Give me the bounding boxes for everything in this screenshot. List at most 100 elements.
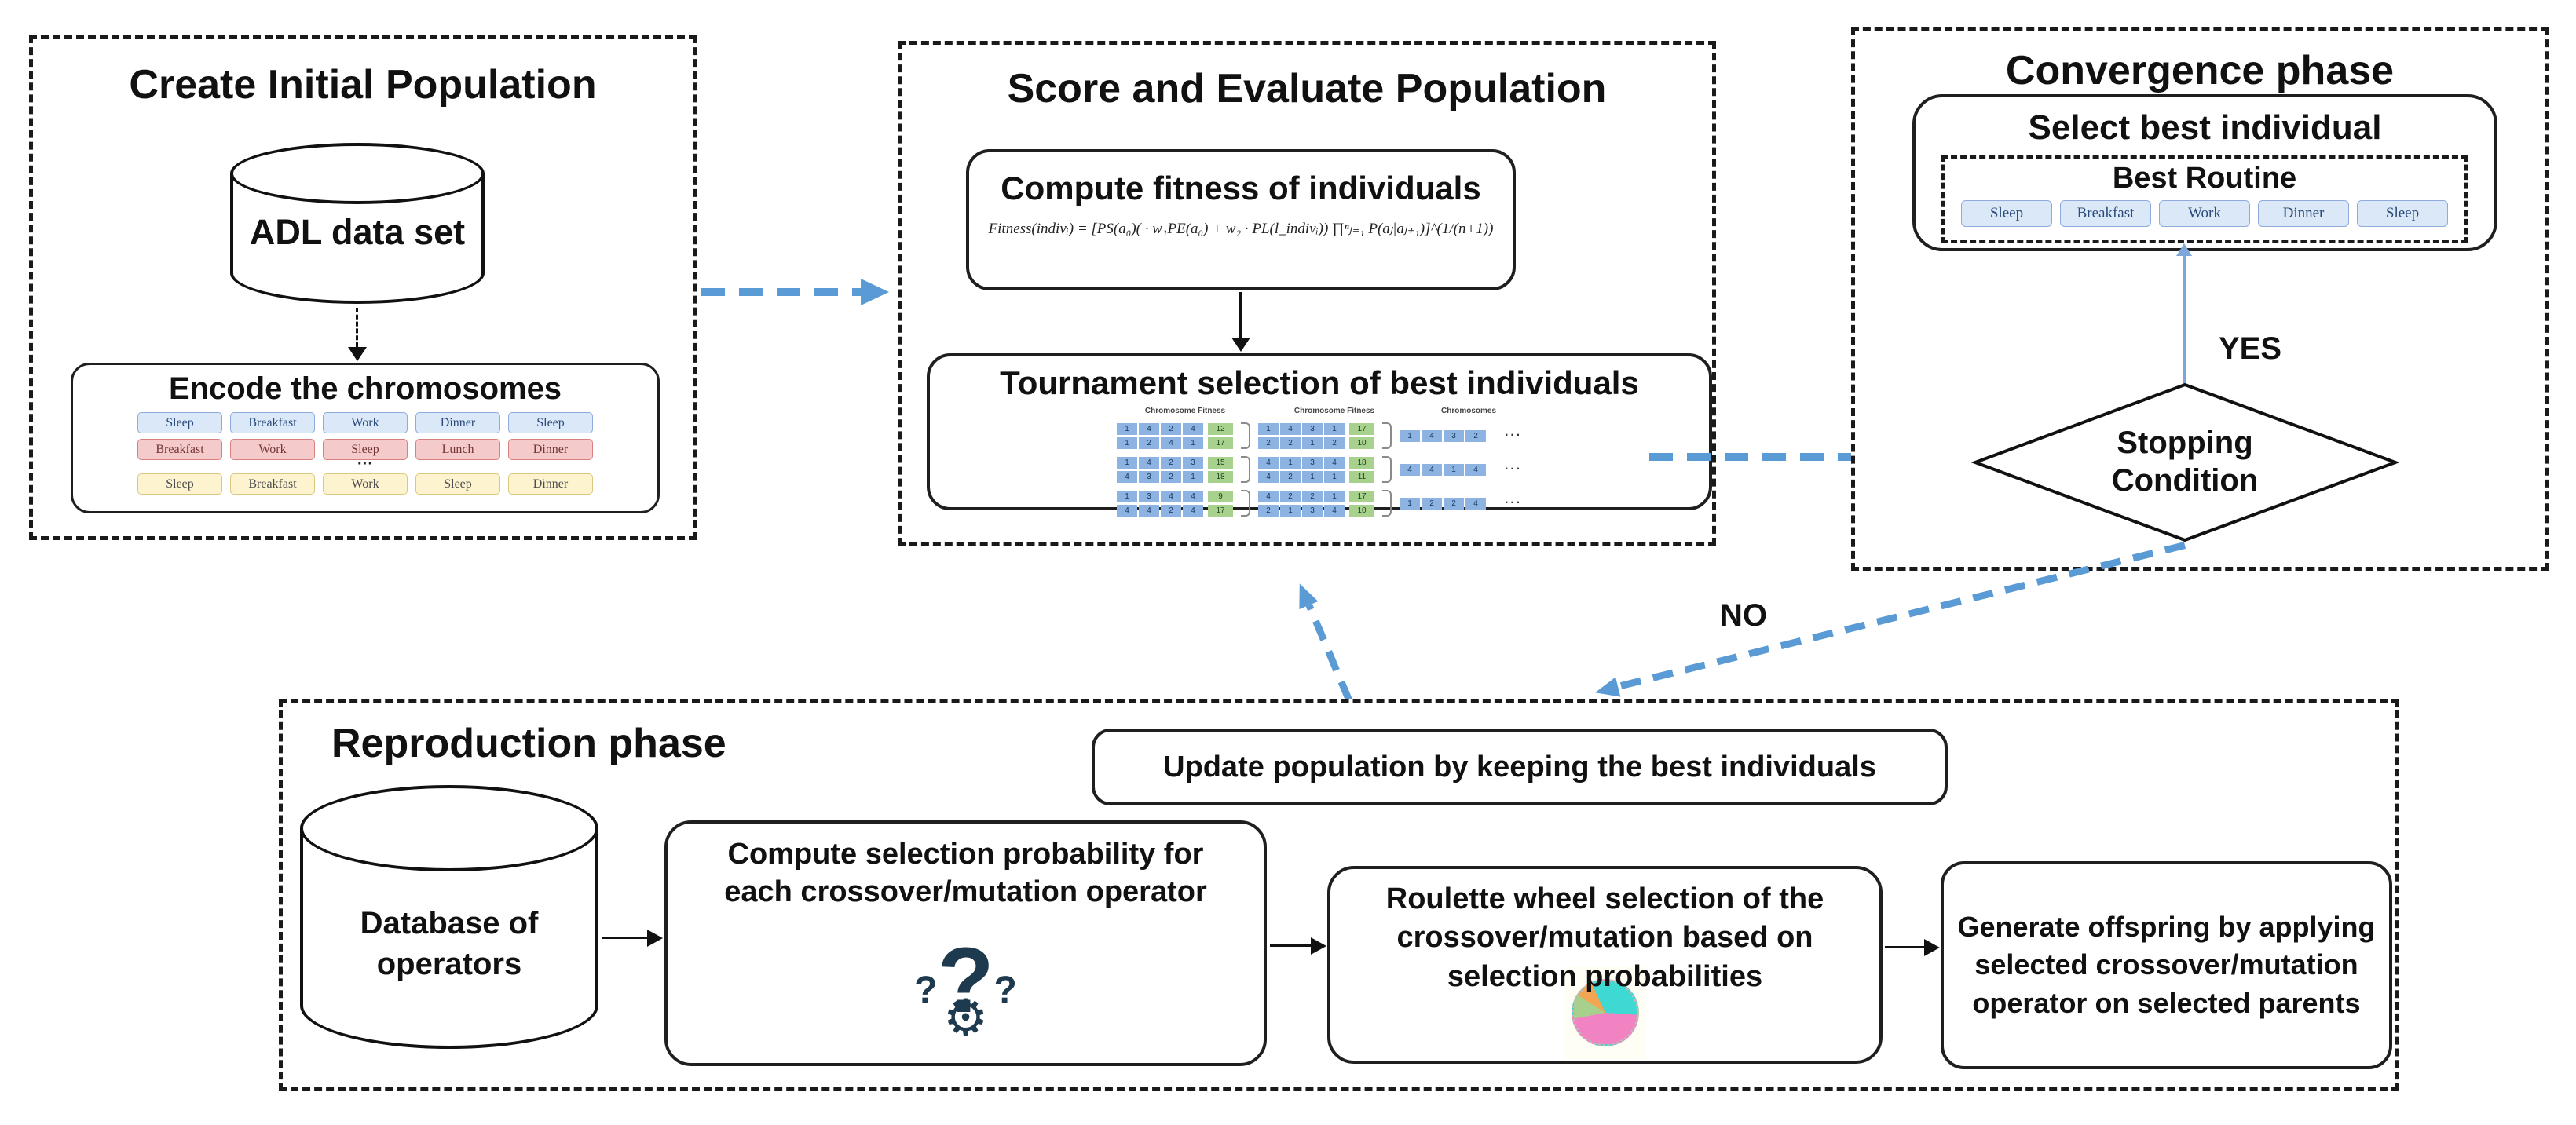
fitness-cell: 17 bbox=[1349, 490, 1374, 502]
gene-cell: 2 bbox=[1161, 456, 1181, 469]
gene-cell: 3 bbox=[1302, 422, 1323, 435]
activity-chip: Lunch bbox=[415, 439, 500, 460]
gene-cell: 4 bbox=[1183, 422, 1203, 435]
fitness-formula: Fitness(indivᵢ) = [PS(a₀)( · w₁PE(a₀) + … bbox=[988, 221, 1494, 237]
gene-cell: 3 bbox=[1302, 456, 1323, 469]
score-to-stopping-arrow bbox=[1649, 453, 1949, 461]
activity-chip: Work bbox=[230, 439, 315, 460]
pie-chart bbox=[1571, 979, 1639, 1046]
fitness-cell: 9 bbox=[1208, 490, 1233, 502]
generate-offspring-box: Generate offspring by applying selected … bbox=[1941, 861, 2392, 1069]
gene-cell: 1 bbox=[1280, 456, 1301, 469]
gene-cell: 2 bbox=[1161, 504, 1181, 517]
gene-cell: 2 bbox=[1444, 497, 1464, 510]
gene-cell: 1 bbox=[1324, 470, 1345, 483]
fitness-cell: 11 bbox=[1349, 470, 1374, 483]
fitness-cell: 17 bbox=[1208, 436, 1233, 449]
gene-cell: 1 bbox=[1302, 436, 1323, 449]
bracket bbox=[1241, 422, 1250, 449]
gene-cell: 4 bbox=[1161, 436, 1181, 449]
fitness-cell: 17 bbox=[1349, 422, 1374, 435]
ellipsis: ··· bbox=[1505, 462, 1522, 476]
gene-cell: 4 bbox=[1117, 470, 1137, 483]
update-population-label: Update population by keeping the best in… bbox=[1163, 750, 1876, 783]
fitness-cell: 18 bbox=[1349, 456, 1374, 469]
fitness-cell: 17 bbox=[1208, 504, 1233, 517]
gene-cell: 2 bbox=[1280, 436, 1301, 449]
stopping-condition-text: Stopping Condition bbox=[2042, 424, 2328, 499]
tournament-header: Chromosomes bbox=[1440, 407, 1496, 415]
database-label: Database of operators bbox=[300, 903, 598, 984]
roulette-line2: crossover/mutation based on bbox=[1396, 921, 1813, 955]
gene-cell: 1 bbox=[1183, 436, 1203, 449]
database-label-line2: operators bbox=[376, 947, 522, 981]
ellipsis: ··· bbox=[357, 455, 373, 473]
adl-dataset-label: ADL data set bbox=[249, 212, 466, 252]
compute-selection-probability-box: Compute selection probability for each c… bbox=[664, 820, 1267, 1066]
gene-cell: 4 bbox=[1139, 422, 1159, 435]
gene-cell: 2 bbox=[1139, 436, 1159, 449]
gene-cell: 1 bbox=[1400, 429, 1420, 442]
gene-cell: 1 bbox=[1444, 463, 1464, 476]
gene-cell: 4 bbox=[1139, 456, 1159, 469]
ellipsis: ··· bbox=[1505, 429, 1522, 442]
activity-chip: Sleep bbox=[323, 439, 408, 460]
gene-cell: 4 bbox=[1465, 463, 1486, 476]
gene-cell: 1 bbox=[1280, 504, 1301, 517]
dataset-to-encode-arrow bbox=[356, 308, 358, 347]
small-question-right: ? bbox=[993, 970, 1017, 1011]
compute-to-roulette-arrowhead bbox=[1311, 937, 1326, 955]
gene-cell: 2 bbox=[1422, 497, 1442, 510]
generate-line3: operator on selected parents bbox=[1972, 986, 2361, 1019]
question-marks-gear-icon: ??? ⚙ bbox=[668, 934, 1264, 1043]
activity-chip: Dinner bbox=[508, 439, 593, 460]
yes-label: YES bbox=[2219, 331, 2282, 366]
gene-cell: 2 bbox=[1258, 504, 1279, 517]
gene-cell: 4 bbox=[1258, 470, 1279, 483]
gene-cell: 3 bbox=[1139, 490, 1159, 502]
activity-chip: Sleep bbox=[415, 473, 500, 495]
activity-chip: Breakfast bbox=[137, 439, 222, 460]
phase-title-score: Score and Evaluate Population bbox=[1007, 66, 1607, 111]
encode-chromosomes-title: Encode the chromosomes bbox=[168, 371, 562, 406]
yes-arrow-line bbox=[2183, 254, 2186, 389]
compute-selection-line2: each crossover/mutation operator bbox=[724, 875, 1207, 908]
phase-title-create: Create Initial Population bbox=[129, 62, 597, 108]
cylinder-top bbox=[300, 785, 598, 871]
gene-cell: 4 bbox=[1139, 504, 1159, 517]
activity-chip: Sleep bbox=[137, 412, 222, 433]
chromosome-row-red: Breakfast Work Sleep Lunch Dinner bbox=[73, 439, 657, 460]
gene-cell: 4 bbox=[1258, 490, 1279, 502]
adl-dataset-cylinder-icon: ADL data set bbox=[230, 143, 485, 304]
dataset-to-encode-arrowhead bbox=[348, 347, 367, 361]
compute-to-roulette-arrow bbox=[1270, 944, 1311, 947]
gene-cell: 2 bbox=[1161, 422, 1181, 435]
gene-cell: 3 bbox=[1444, 429, 1464, 442]
tournament-selection-box: Tournament selection of best individuals… bbox=[927, 353, 1712, 517]
gene-cell: 4 bbox=[1280, 422, 1301, 435]
gene-cell: 4 bbox=[1324, 456, 1345, 469]
gene-cell: 4 bbox=[1183, 504, 1203, 517]
bracket bbox=[1241, 456, 1250, 483]
gene-cell: 3 bbox=[1139, 470, 1159, 483]
tournament-selection-title: Tournament selection of best individuals bbox=[1000, 364, 1639, 401]
gene-cell: 4 bbox=[1422, 463, 1442, 476]
create-to-score-arrowhead bbox=[861, 279, 889, 305]
